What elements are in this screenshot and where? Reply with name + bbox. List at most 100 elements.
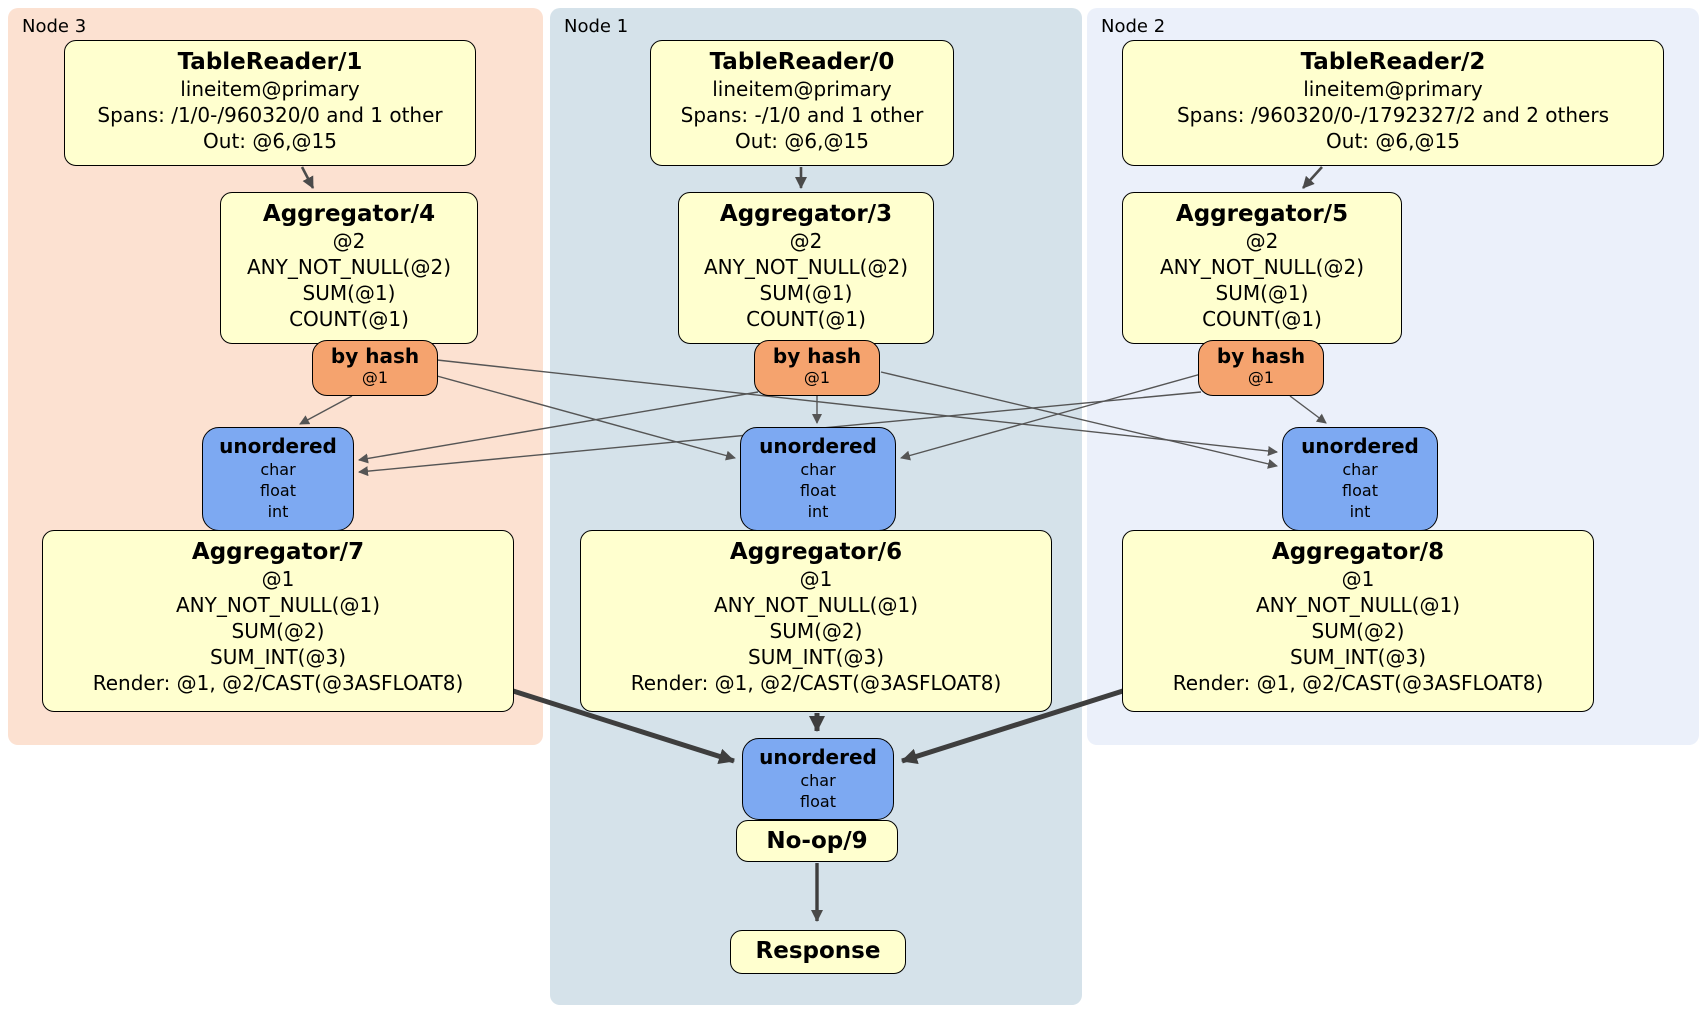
box-line: lineitem@primary xyxy=(1303,77,1483,101)
box-line: Render: @1, @2/CAST(@3ASFLOAT8) xyxy=(630,671,1002,695)
box-line: SUM(@2) xyxy=(231,619,325,643)
box-line: Render: @1, @2/CAST(@3ASFLOAT8) xyxy=(92,671,464,695)
node1-label: Node 1 xyxy=(564,16,629,37)
box-title: Aggregator/4 xyxy=(262,201,436,227)
box-title: Response xyxy=(755,938,881,964)
no-op-9-box: No-op/9 xyxy=(736,820,898,862)
box-title: unordered xyxy=(759,745,877,769)
unordered-sync-node3-box: unordered char float int xyxy=(202,427,354,531)
edge-bh3-un3 xyxy=(299,395,353,425)
box-line: @2 xyxy=(789,229,823,253)
edge-bh3-un2 xyxy=(436,359,1278,456)
box-line: Spans: /1/0-/960320/0 and 1 other xyxy=(97,103,443,127)
box-line: @1 xyxy=(261,567,295,591)
box-line: COUNT(@1) xyxy=(289,307,409,331)
box-line: SUM(@2) xyxy=(1311,619,1405,643)
box-title: unordered xyxy=(759,434,877,458)
box-line: ANY_NOT_NULL(@1) xyxy=(1256,593,1460,617)
box-line: @2 xyxy=(1245,229,1279,253)
box-line: int xyxy=(1349,502,1371,521)
hash-router-node3-box: by hash @1 xyxy=(312,340,438,396)
box-line: Spans: /960320/0-/1792327/2 and 2 others xyxy=(1176,103,1609,127)
edge-tr1-agg4 xyxy=(300,166,315,189)
box-title: Aggregator/5 xyxy=(1175,201,1349,227)
box-line: @1 xyxy=(361,368,389,387)
box-line: SUM(@1) xyxy=(759,281,853,305)
box-title: by hash xyxy=(1216,344,1306,368)
table-reader-0-box: TableReader/0 lineitem@primary Spans: -/… xyxy=(650,40,954,166)
box-line: ANY_NOT_NULL(@1) xyxy=(176,593,380,617)
aggregator-8-box: Aggregator/8 @1 ANY_NOT_NULL(@1) SUM(@2)… xyxy=(1122,530,1594,712)
box-line: Out: @6,@15 xyxy=(1326,129,1460,153)
box-line: float xyxy=(800,792,836,811)
box-line: @1 xyxy=(1341,567,1375,591)
hash-router-node1-box: by hash @1 xyxy=(754,340,880,396)
box-title: by hash xyxy=(772,344,862,368)
box-title: Aggregator/6 xyxy=(729,539,903,565)
edge-bh1-un3 xyxy=(358,391,759,464)
box-line: COUNT(@1) xyxy=(1202,307,1322,331)
box-title: TableReader/1 xyxy=(177,49,363,75)
unordered-sync-node2-box: unordered char float int xyxy=(1282,427,1438,531)
hash-router-node2-box: by hash @1 xyxy=(1198,340,1324,396)
box-line: ANY_NOT_NULL(@2) xyxy=(247,255,451,279)
box-line: char xyxy=(800,460,836,479)
box-line: ANY_NOT_NULL(@1) xyxy=(714,593,918,617)
box-line: Spans: -/1/0 and 1 other xyxy=(680,103,924,127)
edge-agg7-final xyxy=(509,687,735,765)
box-line: char xyxy=(260,460,296,479)
box-line: int xyxy=(267,502,289,521)
aggregator-4-box: Aggregator/4 @2 ANY_NOT_NULL(@2) SUM(@1)… xyxy=(220,192,478,344)
node2-label: Node 2 xyxy=(1101,16,1166,37)
box-line: @2 xyxy=(332,229,366,253)
box-line: SUM(@2) xyxy=(769,619,863,643)
edge-bh3-un1 xyxy=(436,375,736,461)
box-line: int xyxy=(807,502,829,521)
box-line: char xyxy=(800,771,836,790)
box-title: Aggregator/8 xyxy=(1271,539,1445,565)
box-line: @1 xyxy=(1247,368,1275,387)
box-title: Aggregator/7 xyxy=(191,539,365,565)
aggregator-5-box: Aggregator/5 @2 ANY_NOT_NULL(@2) SUM(@1)… xyxy=(1122,192,1402,344)
box-line: Out: @6,@15 xyxy=(735,129,869,153)
box-title: No-op/9 xyxy=(766,828,868,854)
edge-bh2-un2 xyxy=(1289,395,1327,424)
table-reader-2-box: TableReader/2 lineitem@primary Spans: /9… xyxy=(1122,40,1664,166)
box-line: COUNT(@1) xyxy=(746,307,866,331)
box-title: TableReader/2 xyxy=(1300,49,1486,75)
table-reader-1-box: TableReader/1 lineitem@primary Spans: /1… xyxy=(64,40,476,166)
box-line: Out: @6,@15 xyxy=(203,129,337,153)
box-line: float xyxy=(260,481,296,500)
box-line: lineitem@primary xyxy=(712,77,892,101)
edge-agg8-final xyxy=(901,687,1127,765)
box-title: by hash xyxy=(330,344,420,368)
box-line: @1 xyxy=(803,368,831,387)
edge-bh1-un2 xyxy=(880,371,1278,469)
box-title: unordered xyxy=(219,434,337,458)
box-line: SUM_INT(@3) xyxy=(1290,645,1426,669)
response-box: Response xyxy=(730,930,906,974)
box-title: TableReader/0 xyxy=(709,49,895,75)
box-line: @1 xyxy=(799,567,833,591)
box-line: SUM(@1) xyxy=(1215,281,1309,305)
box-line: Render: @1, @2/CAST(@3ASFLOAT8) xyxy=(1172,671,1544,695)
box-line: char xyxy=(1342,460,1378,479)
node3-label: Node 3 xyxy=(22,16,87,37)
box-line: float xyxy=(1342,481,1378,500)
unordered-sync-final-box: unordered char float xyxy=(742,738,894,820)
box-line: ANY_NOT_NULL(@2) xyxy=(1160,255,1364,279)
box-line: lineitem@primary xyxy=(180,77,360,101)
aggregator-3-box: Aggregator/3 @2 ANY_NOT_NULL(@2) SUM(@1)… xyxy=(678,192,934,344)
box-line: float xyxy=(800,481,836,500)
box-line: SUM_INT(@3) xyxy=(748,645,884,669)
box-title: unordered xyxy=(1301,434,1419,458)
aggregator-7-box: Aggregator/7 @1 ANY_NOT_NULL(@1) SUM(@2)… xyxy=(42,530,514,712)
box-line: SUM_INT(@3) xyxy=(210,645,346,669)
box-line: SUM(@1) xyxy=(302,281,396,305)
box-title: Aggregator/3 xyxy=(719,201,893,227)
aggregator-6-box: Aggregator/6 @1 ANY_NOT_NULL(@1) SUM(@2)… xyxy=(580,530,1052,712)
edge-tr2-agg5 xyxy=(1302,166,1323,189)
unordered-sync-node1-box: unordered char float int xyxy=(740,427,896,531)
box-line: ANY_NOT_NULL(@2) xyxy=(704,255,908,279)
